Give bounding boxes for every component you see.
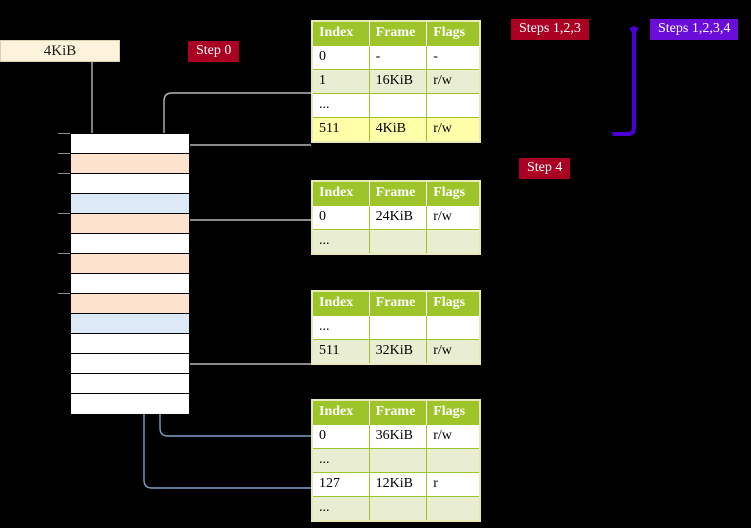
cell-frame: 16KiB — [368, 69, 428, 94]
cell-index: ... — [311, 229, 370, 255]
memory-tick — [58, 173, 70, 174]
column-header-frame: Frame — [369, 291, 428, 316]
cell-index: 511 — [311, 339, 370, 365]
table-row: 0 36KiB r/w — [311, 424, 481, 449]
cell-frame — [368, 93, 428, 118]
page-table-level-2: Index Frame Flags ... 511 32KiB r/w — [311, 290, 481, 365]
table-row: 127 12KiB r — [311, 472, 481, 497]
wire-l2-to-memory — [180, 314, 311, 365]
memory-cell — [71, 154, 189, 174]
table-row: ... — [311, 229, 481, 255]
wire-l1-to-memory — [180, 219, 311, 265]
page-table-level-1: Index Frame Flags 0 24KiB r/w ... — [311, 180, 481, 255]
cell-index: ... — [311, 315, 370, 340]
physical-memory-column — [70, 133, 190, 414]
cell-index: 511 — [311, 117, 370, 143]
badge-step-0: Step 0 — [188, 41, 240, 62]
column-header-flags: Flags — [426, 400, 480, 425]
cell-frame — [368, 229, 428, 255]
cell-frame: 24KiB — [368, 205, 428, 230]
wire-purple-bracket — [612, 26, 639, 136]
page-table-level-0: Index Frame Flags 0 - - 1 16KiB r/w ... — [311, 20, 481, 143]
memory-cell — [71, 314, 189, 334]
table-row: ... — [311, 315, 481, 340]
memory-tick — [58, 213, 70, 214]
memory-cell — [71, 334, 189, 354]
column-header-index: Index — [312, 181, 370, 206]
cell-flags — [426, 229, 481, 255]
wire-memory-to-l0 — [180, 144, 311, 163]
memory-cell — [71, 394, 189, 414]
table-row: 0 - - — [311, 45, 481, 70]
table-row: ... — [311, 448, 481, 473]
table-row: 511 32KiB r/w — [311, 339, 481, 365]
cell-index: 0 — [311, 424, 370, 449]
column-header-frame: Frame — [369, 21, 428, 46]
table-header-row: Index Frame Flags — [312, 181, 480, 206]
memory-tick — [58, 293, 70, 294]
memory-cell — [71, 214, 189, 234]
table-header-row: Index Frame Flags — [312, 400, 480, 425]
cell-index: 1 — [311, 69, 370, 94]
cell-flags: r/w — [426, 424, 481, 449]
cell-flags: r/w — [426, 69, 481, 94]
badge-steps-123: Steps 1,2,3 — [511, 19, 589, 40]
cell-frame: 36KiB — [368, 424, 428, 449]
cell-flags — [426, 93, 481, 118]
memory-tick — [58, 253, 70, 254]
column-header-flags: Flags — [426, 21, 480, 46]
memory-cell — [71, 174, 189, 194]
cell-frame — [368, 448, 428, 473]
cell-flags: r — [426, 472, 481, 497]
memory-tick — [58, 133, 70, 134]
column-header-frame: Frame — [369, 181, 428, 206]
frame-size-label: 4KiB — [43, 43, 77, 59]
cell-flags: - — [426, 45, 481, 70]
cell-frame — [368, 315, 428, 340]
memory-cell — [71, 254, 189, 274]
table-row-highlighted: 511 4KiB r/w — [311, 117, 481, 143]
cell-flags — [426, 315, 481, 340]
column-header-index: Index — [312, 291, 370, 316]
cell-index: ... — [311, 496, 370, 522]
page-table-level-3: Index Frame Flags 0 36KiB r/w ... 127 12… — [311, 399, 481, 522]
cell-flags: r/w — [426, 339, 481, 365]
memory-cell — [71, 194, 189, 214]
cell-flags — [426, 496, 481, 522]
cell-frame: 4KiB — [368, 117, 428, 143]
table-row: 1 16KiB r/w — [311, 69, 481, 94]
cell-index: 0 — [311, 45, 370, 70]
badge-step-4: Step 4 — [519, 158, 571, 179]
column-header-index: Index — [312, 400, 370, 425]
memory-cell — [71, 274, 189, 294]
cell-frame: 12KiB — [368, 472, 428, 497]
memory-cell — [71, 374, 189, 394]
memory-tick — [58, 153, 70, 154]
cell-frame: - — [368, 45, 428, 70]
cell-index: 0 — [311, 205, 370, 230]
memory-cell — [71, 234, 189, 254]
table-header-row: Index Frame Flags — [312, 291, 480, 316]
memory-cell — [71, 134, 189, 154]
badge-steps-1234: Steps 1,2,3,4 — [650, 19, 739, 40]
cell-index: ... — [311, 93, 370, 118]
column-header-index: Index — [312, 21, 370, 46]
cell-flags: r/w — [426, 117, 481, 143]
table-header-row: Index Frame Flags — [312, 21, 480, 46]
column-header-flags: Flags — [426, 181, 480, 206]
cell-frame: 32KiB — [368, 339, 428, 365]
table-row: ... — [311, 93, 481, 118]
cell-flags: r/w — [426, 205, 481, 230]
memory-cell — [71, 294, 189, 314]
cell-flags — [426, 448, 481, 473]
column-header-flags: Flags — [426, 291, 480, 316]
cell-index: ... — [311, 448, 370, 473]
cell-index: 127 — [311, 472, 370, 497]
column-header-frame: Frame — [369, 400, 428, 425]
memory-cell — [71, 354, 189, 374]
table-row: ... — [311, 496, 481, 522]
table-row: 0 24KiB r/w — [311, 205, 481, 230]
cell-frame — [368, 496, 428, 522]
frame-size-box: 4KiB — [0, 40, 120, 62]
